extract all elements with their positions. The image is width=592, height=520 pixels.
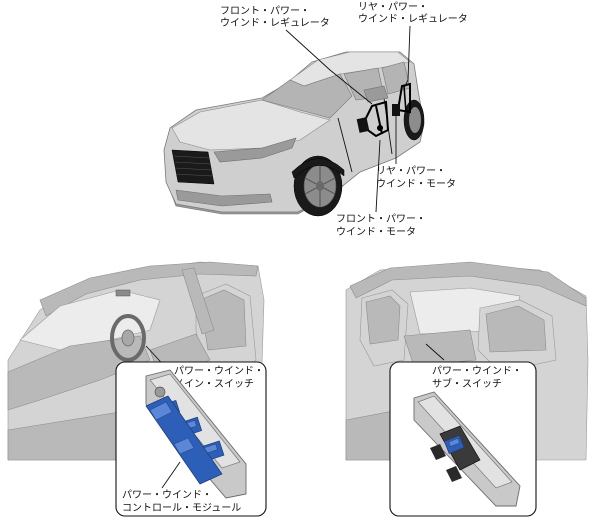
svg-text:ウインド・レギュレータ: ウインド・レギュレータ (358, 13, 468, 25)
power-window-control-module (145, 395, 223, 485)
svg-text:サブ・スイッチ: サブ・スイッチ (432, 377, 502, 390)
svg-text:コントロール・モジュール: コントロール・モジュール (122, 503, 241, 514)
svg-text:ウインド・モータ: ウインド・モータ (336, 226, 416, 238)
svg-text:メイン・スイッチ: メイン・スイッチ (174, 378, 254, 390)
label-front-power-window-regulator: フロント・パワー・ ウインド・レギュレータ (220, 5, 373, 105)
label-power-window-control-module: パワー・ウインド・ コントロール・モジュール (122, 461, 241, 514)
svg-text:ウインド・レギュレータ: ウインド・レギュレータ (220, 17, 330, 29)
power-window-sub-switch (413, 391, 521, 507)
main-switch-callout: パワー・ウインド・ メイン・スイッチ パワー・ウインド・ コントロール・モジュ (115, 361, 267, 517)
svg-text:ウインド・モータ: ウインド・モータ (376, 178, 456, 190)
rear-power-window-regulator-mechanism (396, 82, 411, 114)
svg-text:パワー・ウインド・: パワー・ウインド・ (174, 365, 264, 377)
front-power-window-motor-mechanism (356, 117, 370, 133)
front-power-window-regulator-mechanism (360, 100, 390, 138)
sub-switch-callout: パワー・ウインド・ サブ・スイッチ (389, 361, 537, 517)
svg-text:リヤ・パワー・: リヤ・パワー・ (358, 1, 428, 13)
svg-text:フロント・パワー・: フロント・パワー・ (336, 213, 426, 225)
rear-power-window-motor-mechanism (392, 104, 400, 116)
label-rear-power-window-regulator: リヤ・パワー・ ウインド・レギュレータ (358, 1, 468, 89)
svg-text:リヤ・パワー・: リヤ・パワー・ (376, 165, 446, 177)
svg-text:フロント・パワー・: フロント・パワー・ (220, 5, 310, 17)
svg-text:パワー・ウインド・: パワー・ウインド・ (122, 489, 212, 501)
svg-text:パワー・ウインド・: パワー・ウインド・ (432, 365, 522, 377)
vehicle-illustration (163, 51, 425, 217)
label-rear-power-window-motor: リヤ・パワー・ ウインド・モータ (376, 114, 456, 190)
label-front-power-window-motor: フロント・パワー・ ウインド・モータ (336, 139, 426, 238)
driver-interior-illustration (7, 261, 265, 461)
